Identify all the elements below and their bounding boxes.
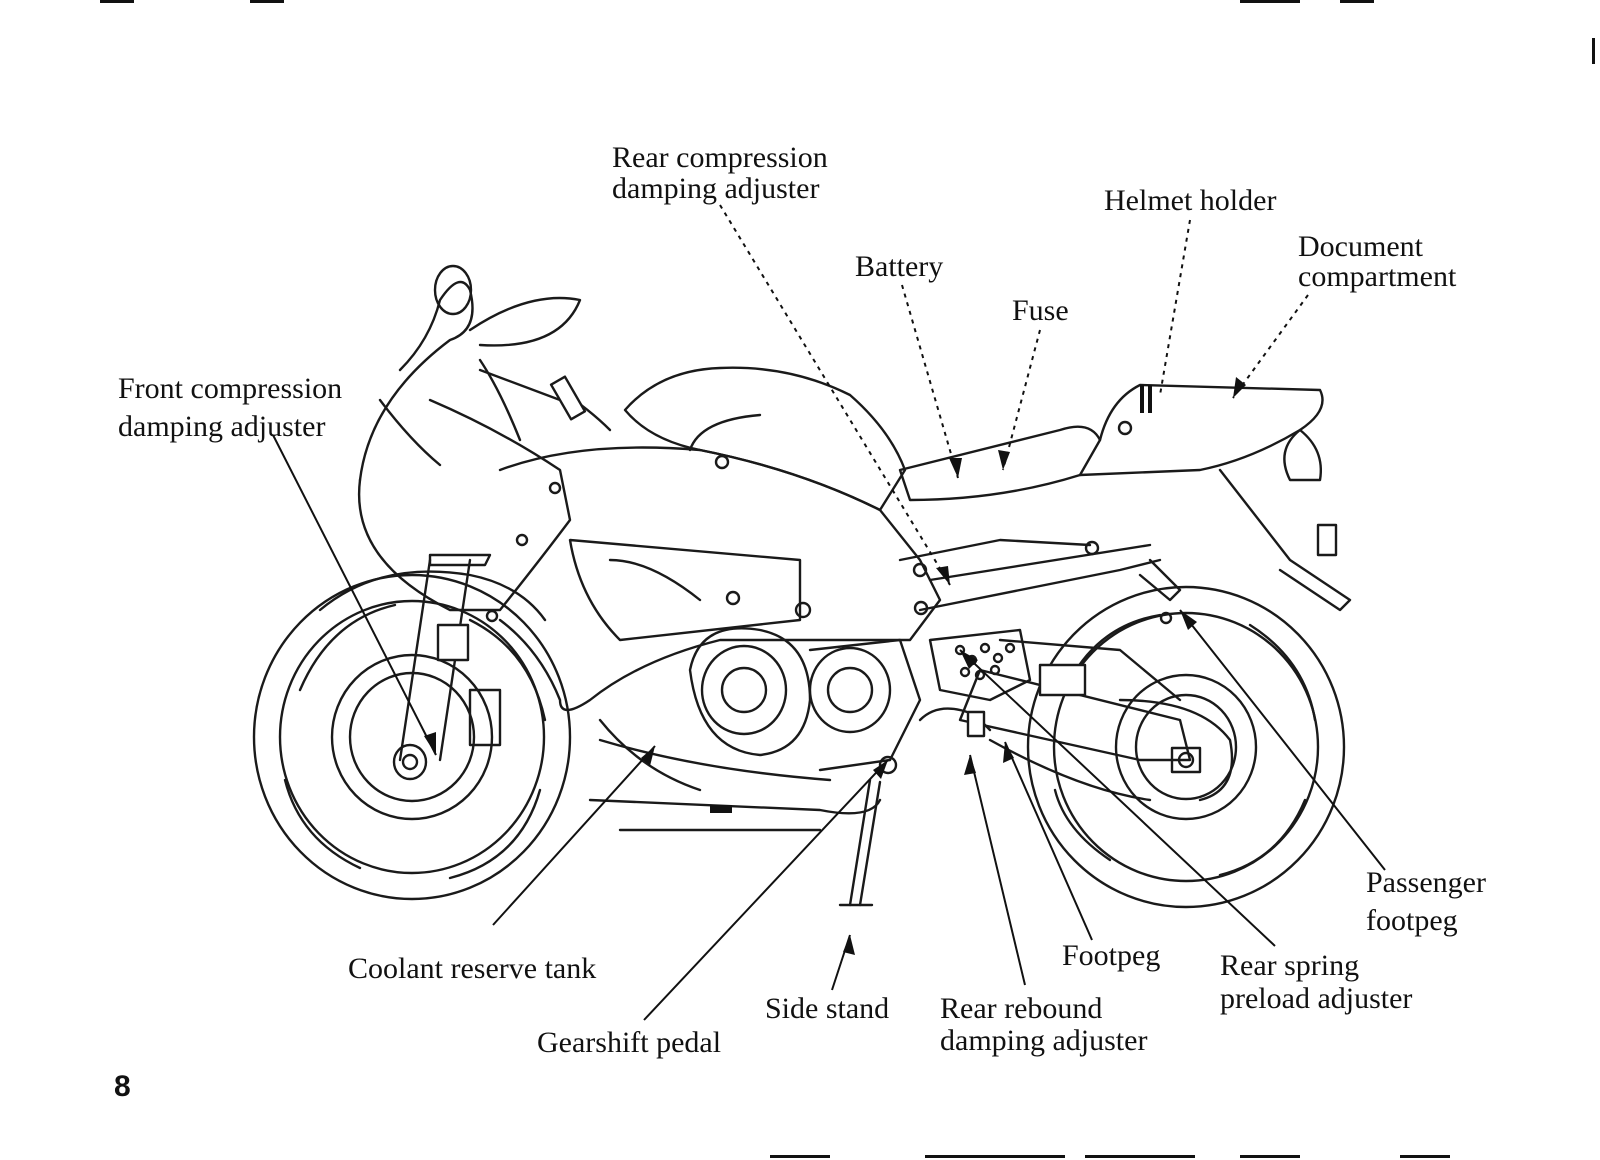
tail-section [1078,383,1352,612]
arrowhead [964,755,976,775]
label-rear-compression-line1: Rear compression [612,141,828,174]
seat [898,425,1102,502]
leader-lines [272,204,1386,1021]
arrowhead [641,746,655,766]
label-passenger-footpeg-line1: Passenger [1366,866,1486,899]
label-passenger-footpeg-line2: footpeg [1366,904,1458,937]
page-number: 8 [114,1070,131,1103]
front-wheel [252,573,572,901]
leader-document-compartment [1232,294,1309,399]
leader-rear-spring [959,649,1276,947]
arrowhead [1180,610,1197,630]
scan-edge-marks [100,0,1595,1158]
label-front-compression-line1: Front compression [118,372,342,405]
leader-passenger-footpeg [1179,609,1386,871]
motorcycle-illustration [252,264,1352,909]
label-side-stand: Side stand [765,992,889,1025]
leader-footpeg [1004,741,1093,941]
arrowhead [998,450,1010,470]
label-rear-spring-line2: preload adjuster [1220,982,1412,1015]
arrowhead [873,760,888,779]
label-coolant-reserve-tank: Coolant reserve tank [348,952,596,985]
leader-rear-rebound [969,754,1026,986]
label-rear-rebound-line2: damping adjuster [940,1024,1147,1057]
arrowhead [1233,377,1246,398]
passenger-footpeg-bracket [1138,558,1182,625]
arrowhead [424,732,436,755]
side-fairing [485,446,942,712]
callout-labels: Rear compression damping adjuster Helmet… [118,141,1486,1059]
swingarm [958,638,1234,802]
leader-battery [901,284,959,479]
fuel-tank [623,366,907,512]
leader-fuse [1002,329,1041,471]
label-document-line1: Document [1298,230,1424,263]
arrowhead [949,458,962,478]
label-footpeg: Footpeg [1062,939,1160,972]
label-helmet-holder: Helmet holder [1104,184,1276,217]
label-rear-rebound-line1: Rear rebound [940,992,1102,1025]
label-rear-spring-line1: Rear spring [1220,949,1359,982]
arrowhead [1003,742,1014,763]
arrowhead [960,650,978,669]
arrowhead [936,566,950,585]
footpeg-bracket [918,628,1032,738]
arrowhead [843,935,855,955]
front-fork [318,558,547,762]
label-document-line2: compartment [1298,260,1457,293]
leader-rear-compression [719,204,951,586]
label-gearshift-pedal: Gearshift pedal [537,1026,721,1059]
side-stand [838,755,898,907]
leader-helmet-holder [1159,219,1191,396]
label-rear-compression-line2: damping adjuster [612,172,819,205]
label-battery: Battery [855,250,943,283]
leader-gearshift-pedal [643,759,889,1021]
leader-coolant-tank [492,745,656,926]
leader-front-compression [272,434,437,756]
handlebar [478,358,612,442]
label-fuse: Fuse [1012,294,1069,327]
frame [898,538,1162,616]
label-front-compression-line2: damping adjuster [118,410,325,443]
engine [588,627,922,832]
front-fairing [357,264,582,612]
